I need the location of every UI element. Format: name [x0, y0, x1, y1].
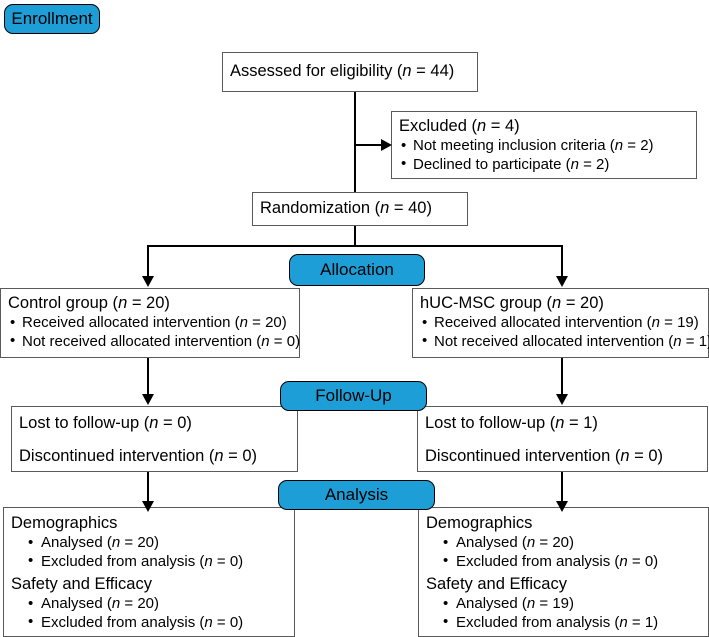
excluded-title-label: Excluded ( — [399, 117, 477, 135]
box-allocation-treatment: hUC-MSC group (n = 20) Received allocate… — [412, 288, 709, 358]
stage-banner-enrollment-label: Enrollment — [11, 9, 93, 28]
allocation-control-title: Control group (n = 20) — [8, 294, 170, 312]
randomization-n-symbol: n — [380, 199, 390, 217]
box-allocation-control: Control group (n = 20) Received allocate… — [0, 288, 300, 358]
connector-to-excluded — [354, 144, 382, 146]
list-item: Not meeting inclusion criteria (n = 2) — [399, 137, 690, 156]
box-followup-control: Lost to follow-up (n = 0) Discontinued i… — [11, 406, 298, 472]
analysis-control-safety-list: Analysed (n = 20) Excluded from analysis… — [11, 595, 288, 632]
analysis-control-demographics-list: Analysed (n = 20) Excluded from analysis… — [11, 534, 288, 571]
arrowhead-treatment-analysis — [556, 501, 568, 512]
analysis-control-demographics-heading: Demographics — [11, 514, 118, 532]
arrowhead-treatment-followup — [556, 394, 568, 405]
assessed-n-symbol: n — [402, 62, 412, 80]
stage-banner-analysis: Analysis — [278, 480, 435, 510]
followup-treatment-lost: Lost to follow-up (n = 1) — [425, 414, 598, 432]
followup-control-discontinued: Discontinued intervention (n = 0) — [19, 447, 258, 465]
assessed-n-value: = 44) — [411, 62, 455, 80]
analysis-treatment-demographics-list: Analysed (n = 20) Excluded from analysis… — [426, 534, 702, 571]
followup-treatment-discontinued: Discontinued intervention (n = 0) — [425, 447, 664, 465]
arrowhead-to-excluded — [381, 139, 392, 151]
arrowhead-to-treatment-allocation — [556, 276, 568, 287]
analysis-treatment-safety-list: Analysed (n = 19) Excluded from analysis… — [426, 595, 702, 632]
connector-to-control-allocation — [147, 245, 149, 278]
stage-banner-enrollment: Enrollment — [4, 4, 100, 34]
list-item: Analysed (n = 20) — [11, 595, 288, 614]
box-analysis-treatment: Demographics Analysed (n = 20) Excluded … — [418, 507, 709, 637]
list-item: Received allocated intervention (n = 19) — [420, 314, 702, 333]
list-item: Excluded from analysis (n = 0) — [11, 613, 288, 633]
randomization-n-value: = 40) — [389, 199, 432, 217]
stage-banner-allocation: Allocation — [289, 254, 425, 286]
excluded-reason-list: Not meeting inclusion criteria (n = 2) D… — [399, 137, 690, 174]
analysis-treatment-demographics-heading: Demographics — [426, 514, 533, 532]
stage-banner-followup: Follow-Up — [280, 381, 427, 411]
arrowhead-control-analysis — [142, 501, 154, 512]
list-item: Analysed (n = 19) — [426, 595, 702, 614]
list-item: Excluded from analysis (n = 1) — [426, 613, 702, 633]
excluded-n-symbol: n — [476, 117, 487, 135]
list-item: Not received allocated intervention (n =… — [420, 332, 709, 352]
connector-treatment-allocation-to-followup — [561, 358, 563, 396]
arrowhead-control-followup — [142, 394, 154, 405]
box-analysis-control: Demographics Analysed (n = 20) Excluded … — [3, 507, 295, 637]
box-followup-treatment: Lost to follow-up (n = 1) Discontinued i… — [417, 406, 708, 472]
excluded-n-value: = 4) — [486, 117, 520, 135]
excluded-title: Excluded (n = 4) — [399, 116, 690, 136]
list-item: Analysed (n = 20) — [11, 534, 288, 553]
connector-randomization-stem — [354, 226, 356, 246]
list-item: Excluded from analysis (n = 0) — [11, 552, 288, 572]
connector-to-treatment-allocation — [561, 245, 563, 278]
analysis-control-safety-heading: Safety and Efficacy — [11, 575, 152, 593]
stage-banner-followup-label: Follow-Up — [315, 386, 392, 405]
list-item: Analysed (n = 20) — [426, 534, 702, 553]
list-item: Not received allocated intervention (n =… — [8, 332, 300, 352]
box-assessed-for-eligibility: Assessed for eligibility (n = 44) — [222, 52, 478, 92]
stage-banner-analysis-label: Analysis — [324, 485, 389, 504]
arrowhead-to-control-allocation — [142, 276, 154, 287]
followup-control-lost: Lost to follow-up (n = 0) — [19, 414, 192, 432]
connector-randomization-split — [147, 245, 563, 247]
analysis-treatment-safety-heading: Safety and Efficacy — [426, 575, 567, 593]
stage-banner-allocation-label: Allocation — [320, 260, 394, 279]
allocation-control-list: Received allocated intervention (n = 20)… — [8, 314, 300, 352]
list-item: Declined to participate (n = 2) — [399, 155, 690, 175]
box-excluded: Excluded (n = 4) Not meeting inclusion c… — [391, 111, 697, 179]
randomization-text: Randomization (n = 40) — [260, 198, 461, 219]
allocation-treatment-title: hUC-MSC group (n = 20) — [420, 294, 604, 312]
connector-control-allocation-to-followup — [147, 358, 149, 396]
list-item: Received allocated intervention (n = 20) — [8, 314, 293, 333]
assessed-for-eligibility-text: Assessed for eligibility (n = 44) — [230, 61, 471, 82]
list-item: Excluded from analysis (n = 0) — [426, 552, 702, 572]
allocation-treatment-list: Received allocated intervention (n = 19)… — [420, 314, 709, 352]
assessed-label: Assessed for eligibility ( — [230, 62, 403, 80]
connector-control-followup-to-analysis — [147, 472, 149, 504]
box-randomization: Randomization (n = 40) — [252, 192, 468, 226]
connector-treatment-followup-to-analysis — [561, 472, 563, 504]
randomization-label: Randomization ( — [260, 199, 381, 217]
connector-assessed-to-randomization — [354, 92, 356, 192]
